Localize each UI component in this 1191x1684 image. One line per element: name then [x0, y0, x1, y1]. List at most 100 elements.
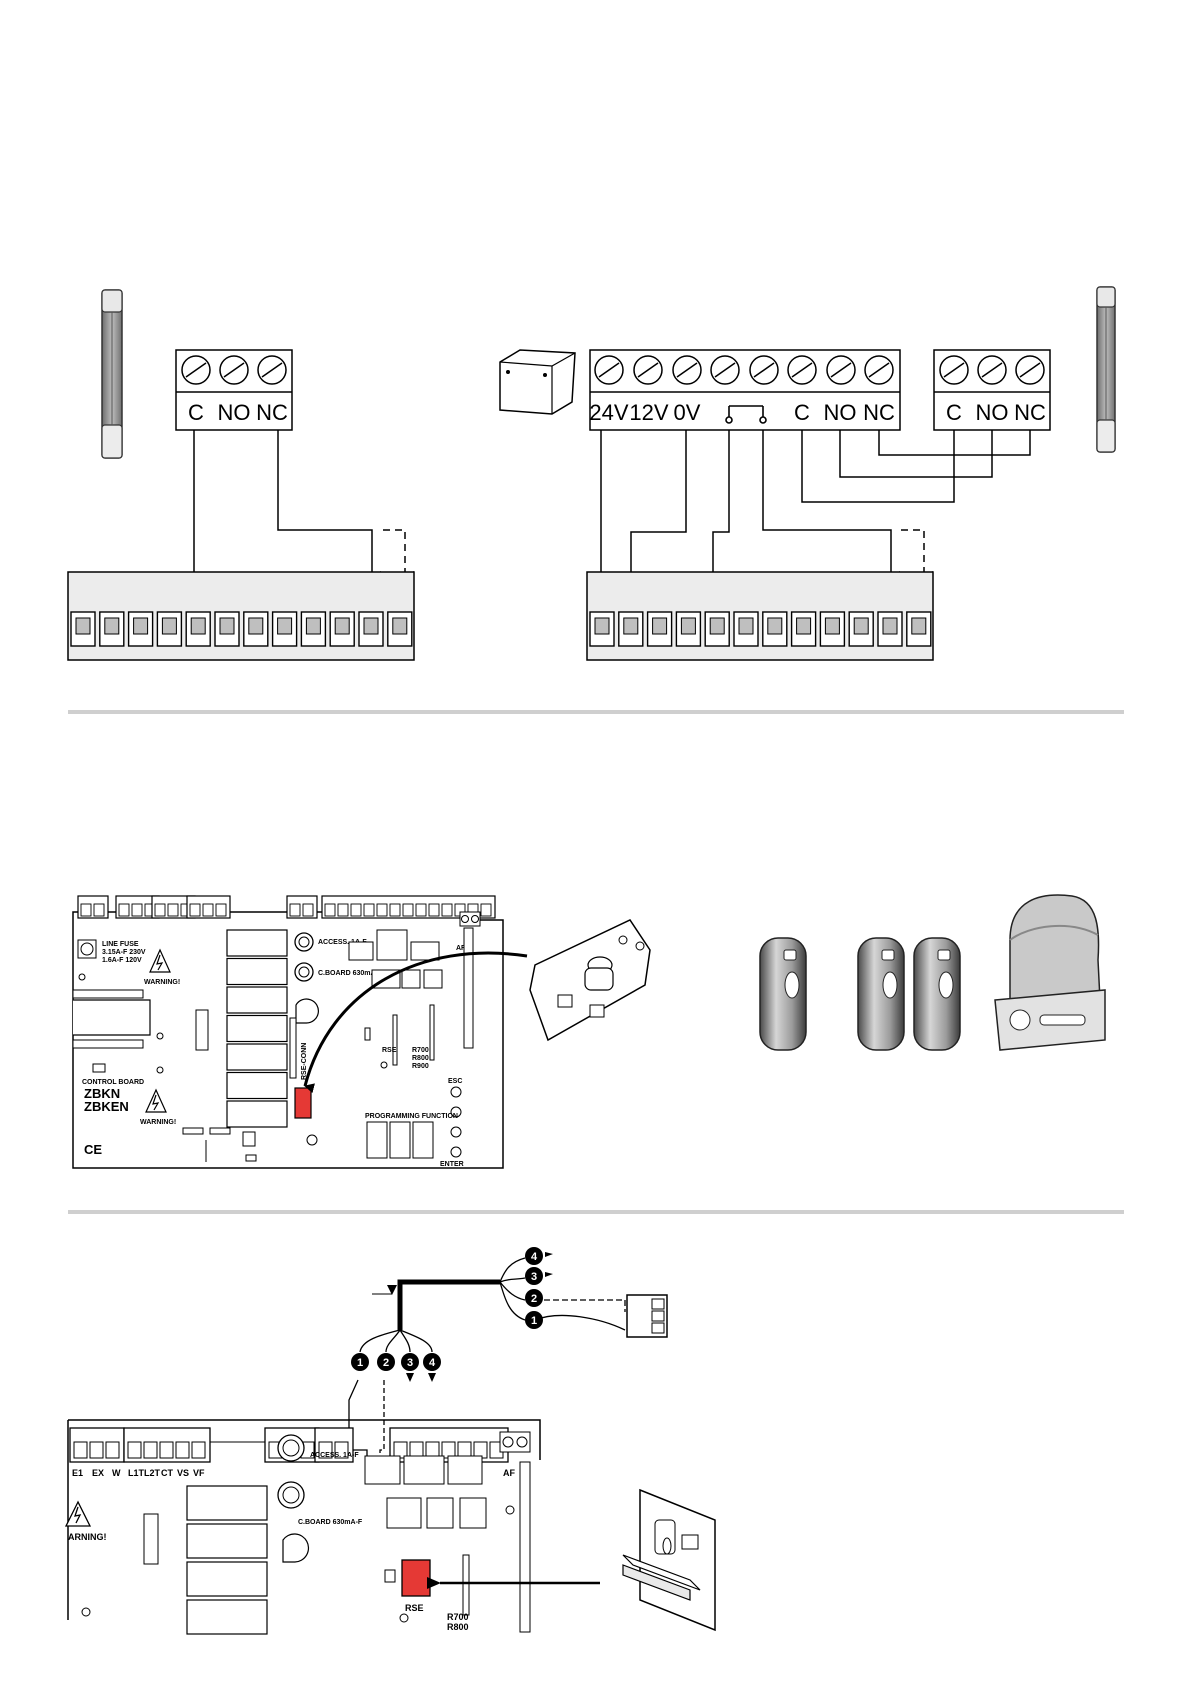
ce-mark: CE — [84, 1142, 102, 1157]
terminal-label-w: W — [112, 1468, 121, 1478]
terminal-slot — [819, 611, 846, 647]
left-terminal-block: C NO NC — [175, 349, 293, 431]
terminal-block — [123, 1427, 211, 1463]
terminal-label-ct: CT — [161, 1468, 173, 1478]
cable-marker: 1 — [351, 1353, 369, 1371]
section-divider — [68, 1210, 1124, 1214]
gate-operator-icon — [994, 894, 1106, 1051]
right-board-terminal-strip — [586, 571, 934, 661]
radio-code-r700-3: R700 — [447, 1612, 469, 1622]
terminal-slot — [646, 611, 673, 647]
model-zbken: ZBKEN — [84, 1099, 129, 1114]
control-board-label: CONTROL BOARD — [82, 1079, 144, 1086]
section-divider — [68, 710, 1124, 714]
left-board-terminal-strip — [67, 571, 415, 661]
cable-fanout-bottom — [359, 1329, 433, 1353]
cable-number: 1 — [357, 1357, 363, 1369]
radio-code-r700: R700 — [412, 1047, 429, 1054]
terminal-label-no: NO — [218, 400, 251, 425]
terminal-label-24v: 24V — [589, 400, 628, 425]
cable-number: 4 — [531, 1251, 538, 1263]
terminal-label-nc-right: NC — [863, 400, 895, 425]
receiver-box-icon — [499, 349, 576, 415]
cable-number: 3 — [531, 1271, 537, 1283]
section-2-control-board: LINE FUSE 3.15A-F 230V 1.6A-F 120V WARNI… — [72, 894, 1106, 1169]
cable-number: 1 — [531, 1315, 537, 1327]
fuse-120-label: 1.6A-F 120V — [102, 957, 142, 964]
terminal-slot — [790, 611, 817, 647]
top-cable-markers: 1 2 3 4 — [525, 1247, 553, 1329]
relay — [186, 1523, 268, 1559]
remote-transmitter-icon — [759, 937, 807, 1051]
screw-icon — [257, 355, 287, 385]
fuse-230-label: 3.15A-F 230V — [102, 949, 146, 956]
relay — [186, 1561, 268, 1597]
rse-connector — [294, 1087, 312, 1119]
terminal-label-nc: NC — [256, 400, 288, 425]
terminal-slot — [127, 611, 154, 647]
remote-transmitter-icon — [857, 937, 905, 1051]
top-terminal-blocks — [77, 895, 496, 927]
screw-icon — [939, 355, 969, 385]
screw-icon — [749, 355, 779, 385]
line-fuse-label: LINE FUSE — [102, 941, 139, 948]
screw-icon — [710, 355, 740, 385]
safety-edge-right-icon — [1096, 286, 1116, 453]
screw-icon — [826, 355, 856, 385]
terminal-block — [286, 895, 318, 919]
screw-icon — [864, 355, 894, 385]
access-label-3: ACCESS. 1A-F — [310, 1452, 359, 1459]
terminal-slot — [214, 611, 240, 647]
relay — [226, 1043, 288, 1071]
warning-label-3: ARNING! — [68, 1532, 107, 1542]
cboard-label-3: C.BOARD 630mA-F — [298, 1519, 363, 1526]
terminal-slot — [329, 611, 355, 647]
screw-icon — [633, 355, 663, 385]
terminal-block — [77, 895, 109, 919]
terminal-label-vf: VF — [193, 1468, 205, 1478]
remote-transmitter-icon — [913, 937, 961, 1051]
warning-label-2: WARNING! — [140, 1119, 176, 1126]
cable-tip-icon — [545, 1252, 553, 1257]
terminal-slot — [358, 611, 384, 647]
terminal-slot — [733, 611, 759, 647]
cable-tip-icon — [428, 1373, 436, 1382]
rse-label-3: RSE — [405, 1603, 424, 1613]
terminal-slot — [618, 611, 644, 647]
screw-icon — [181, 355, 211, 385]
cable-marker: 3 — [401, 1353, 419, 1371]
terminal-label-ex: EX — [92, 1468, 104, 1478]
cable-number: 2 — [531, 1293, 537, 1305]
cboard-label: C.BOARD 630mA-F — [318, 970, 383, 977]
warning-icon — [64, 1500, 92, 1527]
terminal-slot — [762, 611, 788, 647]
terminal-slot — [156, 611, 183, 647]
relay — [226, 1071, 288, 1100]
cable-fanout-top — [499, 1257, 626, 1331]
relay — [226, 957, 288, 986]
relay-label-no: NO — [976, 400, 1009, 425]
cable-marker: 2 — [377, 1353, 395, 1371]
cable-number: 4 — [429, 1357, 436, 1369]
relay — [226, 1014, 288, 1043]
terminal-slot — [906, 611, 932, 647]
screw-icon — [594, 355, 624, 385]
terminal-label-c-right: C — [794, 400, 810, 425]
terminal-block — [321, 895, 496, 919]
fuse-knob-icon — [277, 1434, 305, 1509]
board3-terminals-left — [69, 1427, 211, 1463]
screw-icon — [977, 355, 1007, 385]
cable-marker: 4 — [423, 1353, 441, 1371]
section-1-wiring: C NO NC 24V 12V 0V — [67, 286, 1116, 661]
terminal-slot — [848, 611, 874, 647]
relay-label-nc: NC — [1014, 400, 1046, 425]
button-icon — [450, 1086, 462, 1158]
terminal-slot — [877, 611, 903, 647]
cable-marker: 2 — [525, 1289, 543, 1307]
right-strip-slots — [589, 611, 932, 647]
cable-tip-icon — [545, 1272, 553, 1277]
terminal-label-0v: 0V — [674, 400, 701, 425]
screw-icon — [459, 911, 481, 927]
terminal-slot — [300, 611, 327, 647]
